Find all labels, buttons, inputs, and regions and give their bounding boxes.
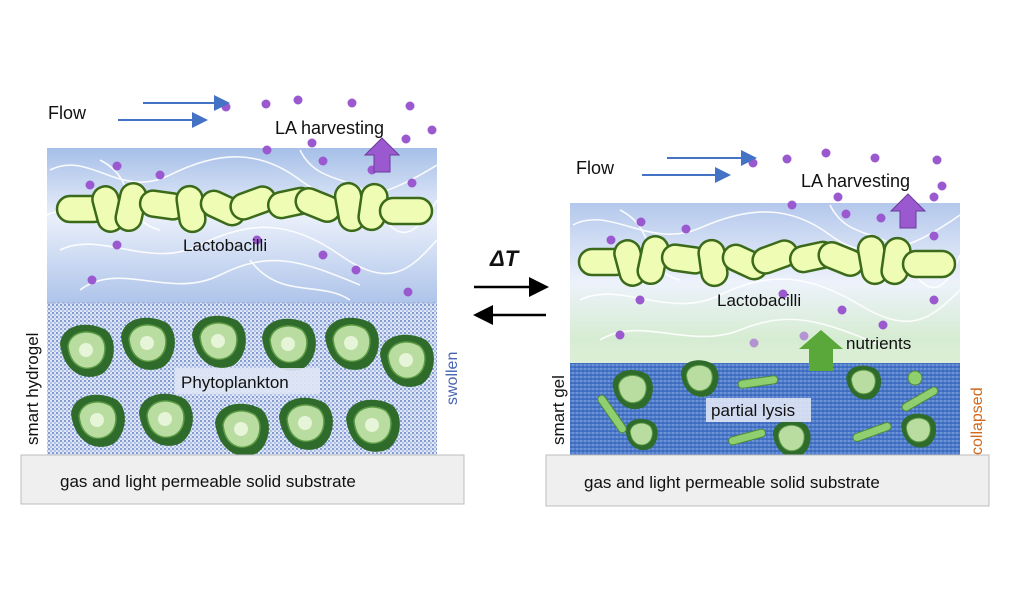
- left-plankton-label: Phytoplankton: [181, 373, 289, 392]
- left-lactobacilli-chain: [55, 181, 434, 234]
- right-harvest-label: LA harvesting: [801, 171, 910, 191]
- lysis-label: partial lysis: [711, 401, 795, 420]
- nutrients-arrow-icon: [799, 330, 843, 371]
- left-substrate: [20, 454, 465, 505]
- right-bacteria-label: Lactobacilli: [717, 291, 801, 310]
- right-lysed-cells: [597, 360, 939, 457]
- left-metabolite-dots: [85, 95, 437, 297]
- right-flow-label: Flow: [576, 158, 615, 178]
- center-transition: ΔT: [473, 246, 549, 325]
- right-panel: Flow LA harvesting Lactobacilli nutrient…: [545, 148, 990, 507]
- left-phytoplankton-cells: [60, 315, 434, 456]
- right-substrate: [545, 454, 990, 507]
- left-flow-label: Flow: [48, 103, 87, 123]
- right-substrate-label: gas and light permeable solid substrate: [584, 473, 880, 492]
- left-harvest-label: LA harvesting: [275, 118, 384, 138]
- delta-t-label: ΔT: [489, 246, 520, 271]
- left-side-label: smart hydrogel: [23, 333, 42, 445]
- left-bacteria-label: Lactobacilli: [183, 236, 267, 255]
- right-side-label: smart gel: [549, 375, 568, 445]
- left-state-label: swollen: [444, 352, 461, 405]
- right-state-label: collapsed: [969, 387, 986, 455]
- nutrients-label: nutrients: [846, 334, 911, 353]
- left-harvest-arrow-icon: [363, 137, 401, 173]
- right-harvest-arrow-icon: [889, 193, 927, 229]
- left-substrate-label: gas and light permeable solid substrate: [60, 472, 356, 491]
- left-panel: Flow LA harvesting Lactobacilli Phytopla…: [20, 95, 465, 505]
- right-lactobacilli-chain: [577, 234, 957, 288]
